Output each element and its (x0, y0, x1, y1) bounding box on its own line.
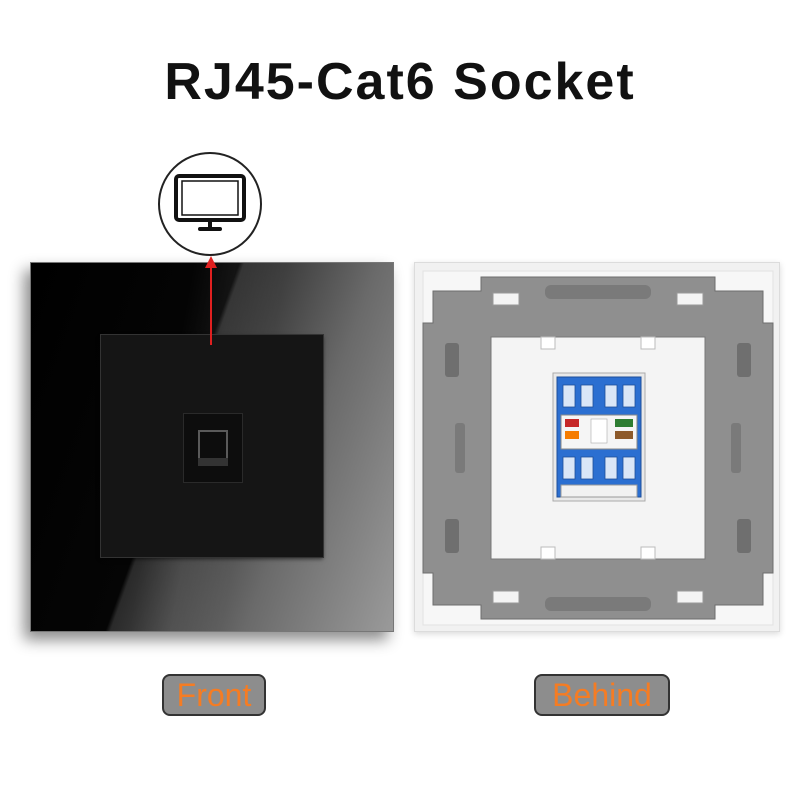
front-label: Front (162, 674, 266, 716)
front-center-plate (101, 335, 323, 557)
rj45-jack-opening (198, 430, 228, 458)
monitor-icon (174, 174, 246, 231)
front-socket-panel (30, 262, 394, 632)
page-title: RJ45-Cat6 Socket (164, 53, 636, 111)
mounting-frame-illustration (422, 270, 774, 626)
monitor-icon-circle (158, 152, 262, 256)
back-socket-panel (414, 262, 780, 632)
rj45-jack-latch (198, 458, 228, 466)
ethernet-port-icon (183, 413, 243, 483)
behind-label: Behind (534, 674, 670, 716)
